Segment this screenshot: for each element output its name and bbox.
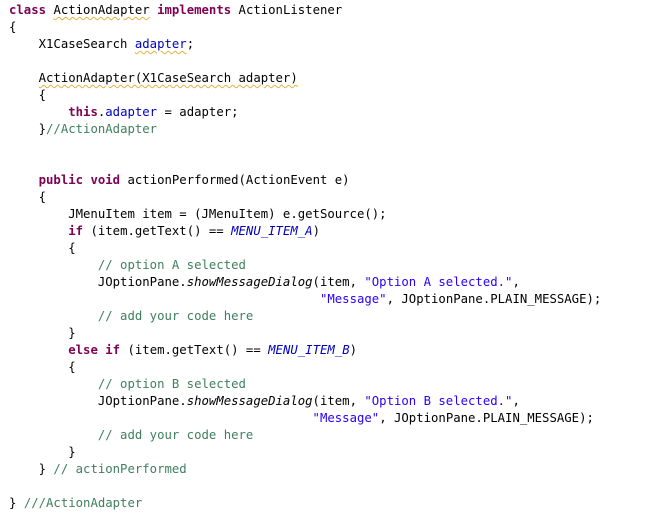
code-token bbox=[9, 377, 98, 391]
code-token: = adapter; bbox=[157, 105, 239, 119]
code-token: } bbox=[9, 496, 24, 510]
code-line: ActionAdapter(X1CaseSearch adapter) bbox=[9, 70, 298, 87]
code-token: (item.getText() == bbox=[83, 224, 232, 238]
code-line: { bbox=[9, 19, 16, 36]
code-token bbox=[9, 411, 313, 425]
code-line: JMenuItem item = (JMenuItem) e.getSource… bbox=[9, 206, 387, 223]
code-token: showMessageDialog bbox=[186, 275, 313, 289]
code-line: X1CaseSearch adapter; bbox=[9, 36, 194, 53]
code-token bbox=[9, 292, 320, 306]
code-token: // add your code here bbox=[97, 309, 254, 323]
code-line: "Message", JOptionPane.PLAIN_MESSAGE); bbox=[9, 410, 594, 427]
code-token: JOptionPane. bbox=[9, 275, 187, 289]
code-line: JOptionPane.showMessageDialog(item, "Opt… bbox=[9, 393, 520, 410]
code-token: showMessageDialog bbox=[186, 394, 313, 408]
code-token: (item.getText() == bbox=[120, 343, 269, 357]
code-line: { bbox=[9, 87, 46, 104]
code-token bbox=[9, 71, 39, 85]
code-line: // option A selected bbox=[9, 257, 246, 274]
code-token: if bbox=[105, 343, 121, 357]
code-token bbox=[9, 105, 68, 119]
code-token: public bbox=[38, 173, 84, 187]
code-token: ActionListener bbox=[231, 3, 343, 17]
code-line: } ///ActionAdapter bbox=[9, 495, 142, 512]
code-token bbox=[9, 173, 39, 187]
code-token bbox=[9, 309, 98, 323]
code-token: { bbox=[9, 241, 76, 255]
code-token bbox=[9, 224, 68, 238]
code-token bbox=[9, 258, 98, 272]
code-line: { bbox=[9, 359, 76, 376]
code-line: JOptionPane.showMessageDialog(item, "Opt… bbox=[9, 274, 520, 291]
code-token bbox=[150, 3, 157, 17]
code-token: , bbox=[512, 394, 520, 408]
code-token: else bbox=[68, 343, 98, 357]
code-token: ActionAdapter bbox=[53, 3, 150, 17]
code-token: JMenuItem item = (JMenuItem) e.getSource… bbox=[9, 207, 387, 221]
code-line: // add your code here bbox=[9, 427, 253, 444]
code-token: "Message" bbox=[319, 292, 387, 306]
code-token: (item, bbox=[312, 275, 365, 289]
code-token: MENU_ITEM_B bbox=[268, 343, 350, 357]
code-token: implements bbox=[157, 3, 232, 17]
code-token: ) bbox=[312, 224, 320, 238]
code-line: { bbox=[9, 240, 76, 257]
code-line: else if (item.getText() == MENU_ITEM_B) bbox=[9, 342, 357, 359]
code-token bbox=[9, 428, 98, 442]
code-token: } bbox=[9, 445, 76, 459]
code-token: { bbox=[9, 190, 47, 204]
code-token: // option A selected bbox=[97, 258, 246, 272]
code-token: this bbox=[68, 105, 98, 119]
code-token: ActionAdapter(X1CaseSearch adapter) bbox=[38, 71, 298, 85]
code-line: } bbox=[9, 325, 76, 342]
code-token: class bbox=[9, 3, 47, 17]
code-token: MENU_ITEM_A bbox=[231, 224, 313, 238]
code-token: "Option A selected." bbox=[364, 275, 513, 289]
code-token: X1CaseSearch bbox=[9, 37, 135, 51]
code-line: }//ActionAdapter bbox=[9, 121, 157, 138]
code-line: } // actionPerformed bbox=[9, 461, 187, 478]
code-line: class ActionAdapter implements ActionLis… bbox=[9, 2, 342, 19]
code-token: ///ActionAdapter bbox=[23, 496, 143, 510]
code-token: , bbox=[512, 275, 520, 289]
code-line: // option B selected bbox=[9, 376, 246, 393]
code-token: (item, bbox=[312, 394, 365, 408]
code-token: // option B selected bbox=[97, 377, 246, 391]
code-token: ; bbox=[186, 37, 195, 51]
code-token: { bbox=[9, 360, 76, 374]
code-token: actionPerformed(ActionEvent e) bbox=[120, 173, 350, 187]
code-token: //ActionAdapter bbox=[46, 122, 158, 136]
code-token: JOptionPane. bbox=[9, 394, 187, 408]
code-token: "Option B selected." bbox=[364, 394, 513, 408]
code-token: } bbox=[9, 462, 54, 476]
code-line: } bbox=[9, 444, 76, 461]
code-line: this.adapter = adapter; bbox=[9, 104, 239, 121]
code-token: { bbox=[9, 88, 47, 102]
code-token: "Message" bbox=[312, 411, 380, 425]
code-token: } bbox=[9, 122, 47, 136]
code-line: // add your code here bbox=[9, 308, 253, 325]
code-token: // actionPerformed bbox=[53, 462, 187, 476]
code-token: , JOptionPane.PLAIN_MESSAGE); bbox=[386, 292, 602, 306]
code-line: public void actionPerformed(ActionEvent … bbox=[9, 172, 350, 189]
code-line: { bbox=[9, 189, 46, 206]
code-token: , JOptionPane.PLAIN_MESSAGE); bbox=[379, 411, 594, 425]
code-token: void bbox=[90, 173, 121, 187]
code-token: if bbox=[68, 224, 84, 238]
code-token: { bbox=[9, 20, 17, 34]
code-token: adapter bbox=[105, 105, 158, 119]
code-token: . bbox=[97, 105, 106, 119]
code-line: "Message", JOptionPane.PLAIN_MESSAGE); bbox=[9, 291, 601, 308]
code-token: ) bbox=[349, 343, 357, 357]
code-token: adapter bbox=[134, 37, 187, 51]
code-token: } bbox=[9, 326, 76, 340]
code-token bbox=[9, 343, 68, 357]
code-line: if (item.getText() == MENU_ITEM_A) bbox=[9, 223, 320, 240]
code-token: // add your code here bbox=[97, 428, 254, 442]
